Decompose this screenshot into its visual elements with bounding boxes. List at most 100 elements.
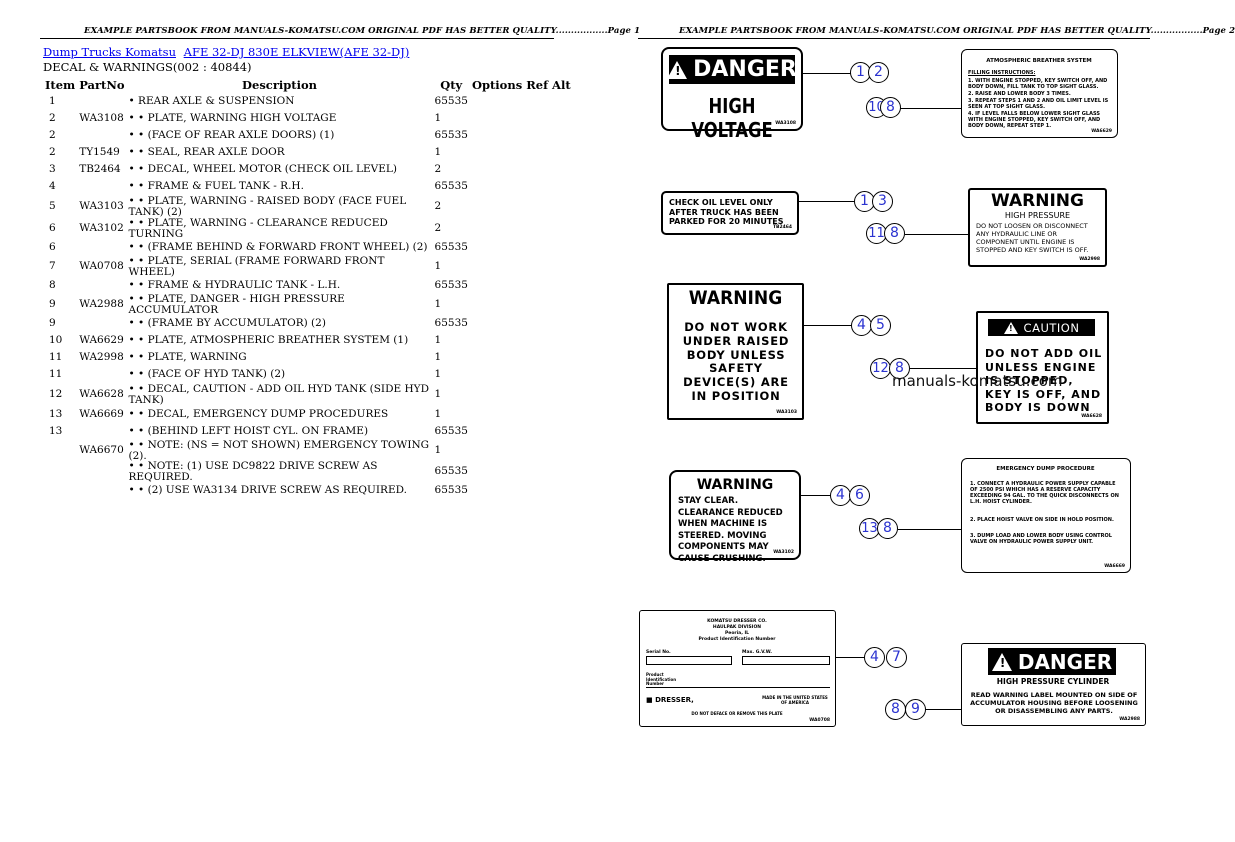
row-qty: 2 [434,200,442,213]
row-qty: 1 [434,388,442,401]
leader-line [801,495,831,496]
table-header-row: Item PartNo Description Qty Options Ref … [43,76,573,93]
row-options [470,406,573,423]
row-partno: WA3103 [79,200,124,213]
row-partno [77,315,126,332]
row-item: 11 [49,351,63,364]
leader-line [898,529,961,530]
row-partno [77,423,126,440]
decal-title: EMERGENCY DUMP PROCEDURE [996,466,1095,472]
callout-item[interactable]: 1 [850,62,871,83]
leader-line [899,108,961,109]
row-item: 8 [49,279,56,292]
row-item: 6 [49,241,56,254]
row-partno: WA6629 [79,334,124,347]
decal-title: ATMOSPHERIC BREATHER SYSTEM [986,58,1092,64]
column-header-item: Item [45,77,76,92]
warning-triangle-icon [1003,321,1018,334]
row-qty: 1 [434,368,442,381]
row-options [470,440,573,461]
row-options [470,144,573,161]
decal-step: 1. CONNECT A HYDRAULIC POWER SUPPLY CAPA… [970,481,1119,505]
decal-step: 3. DUMP LOAD AND LOWER BODY USING CONTRO… [970,533,1112,545]
row-partno: WA2998 [79,351,124,364]
row-item: 9 [49,298,56,311]
callout-item[interactable]: 4 [864,647,885,668]
plate-heading: Product Identification Number [698,637,776,642]
decal-title: WARNING [688,287,783,309]
row-partno: WA2988 [79,298,124,311]
row-qty: 1 [434,260,442,273]
row-qty: 1 [434,298,442,311]
decal-code: WA6628 [1081,414,1102,419]
row-item [43,440,77,461]
decal-code: WA6669 [1104,564,1125,569]
callout-item[interactable]: 6 [849,485,870,506]
callout-item[interactable]: 8 [889,358,910,379]
leader-line [905,234,968,235]
decal-body: DO NOT ADD OIL UNLESS ENGINE IS STOPPED,… [985,347,1103,414]
row-description: • • (BEHIND LEFT HOIST CYL. ON FRAME) [128,425,369,438]
row-description: • • (FACE OF HYD TANK) (2) [128,368,286,381]
row-description: • • NOTE: (1) USE DC9822 DRIVE SCREW AS … [128,460,378,483]
decal-atmospheric-breather: ATMOSPHERIC BREATHER SYSTEM FILLING INST… [961,49,1118,138]
row-options [470,178,573,195]
callout-item[interactable]: 8 [885,699,906,720]
callout-item[interactable]: 2 [868,62,889,83]
callout-item[interactable]: 5 [870,315,891,336]
row-options [470,127,573,144]
row-qty: 65535 [434,465,468,478]
decal-warning-raised-body: WARNING DO NOT WORK UNDER RAISED BODY UN… [667,283,804,420]
row-qty: 1 [434,112,442,125]
row-partno: WA3102 [79,222,124,235]
callout-item[interactable]: 9 [905,699,926,720]
callout-item[interactable]: 8 [880,97,901,118]
breadcrumb-link-category[interactable]: Dump Trucks Komatsu [43,45,176,59]
parts-table: Item PartNo Description Qty Options Ref … [43,76,573,499]
row-description: • • PLATE, SERIAL (FRAME FORWARD FRONT W… [128,255,385,278]
callout-item[interactable]: 12 [870,358,891,379]
decal-check-oil-level: CHECK OIL LEVEL ONLY AFTER TRUCK HAS BEE… [661,191,799,235]
leader-line [925,709,961,710]
decal-code: WA2998 [1079,257,1100,262]
decal-body: DO NOT WORK UNDER RAISED BODY UNLESS SAF… [682,320,790,403]
breadcrumb-link-model[interactable]: AFE 32-DJ 830E ELKVIEW(AFE 32-DJ) [183,45,410,59]
leader-line [836,657,864,658]
row-description: • • PLATE, DANGER - HIGH PRESSURE ACCUMU… [128,293,345,316]
callout-item[interactable]: 4 [851,315,872,336]
row-options [470,482,573,499]
row-options [470,294,573,315]
row-item: 6 [49,222,56,235]
row-options [470,383,573,406]
row-item: 12 [49,388,63,401]
callout-item[interactable]: 4 [830,485,851,506]
callout-item[interactable]: 3 [872,191,893,212]
row-description: • • DECAL, WHEEL MOTOR (CHECK OIL LEVEL) [128,163,397,176]
row-description: • REAR AXLE & SUSPENSION [128,95,295,108]
column-header-partno: PartNo [79,77,125,92]
row-qty: 1 [434,334,442,347]
callout-item[interactable]: 8 [877,518,898,539]
callout-item[interactable]: 11 [866,223,887,244]
callout-item[interactable]: 8 [884,223,905,244]
decal-step: 2. RAISE AND LOWER BODY 3 TIMES. [968,91,1071,97]
table-row: 9 WA2988 • • PLATE, DANGER - HIGH PRESSURE… [43,294,573,315]
decal-subtitle: HIGH PRESSURE CYLINDER [996,677,1110,686]
row-description: • • (2) USE WA3134 DRIVE SCREW AS REQUIR… [128,484,407,497]
row-description: • • FRAME & HYDRAULIC TANK - L.H. [128,279,341,292]
table-row: 6• • (FRAME BEHIND & FORWARD FRONT WHEEL… [43,239,573,256]
row-options [470,218,573,239]
row-options [470,161,573,178]
callout-item[interactable]: 7 [886,647,907,668]
column-header-options: Options Ref Alt [471,77,571,92]
row-item [43,461,77,482]
row-qty: 2 [434,163,442,176]
row-partno: WA6670 [79,444,124,457]
callout-item[interactable]: 1 [854,191,875,212]
row-options [470,315,573,332]
header-divider-2 [638,38,1150,39]
